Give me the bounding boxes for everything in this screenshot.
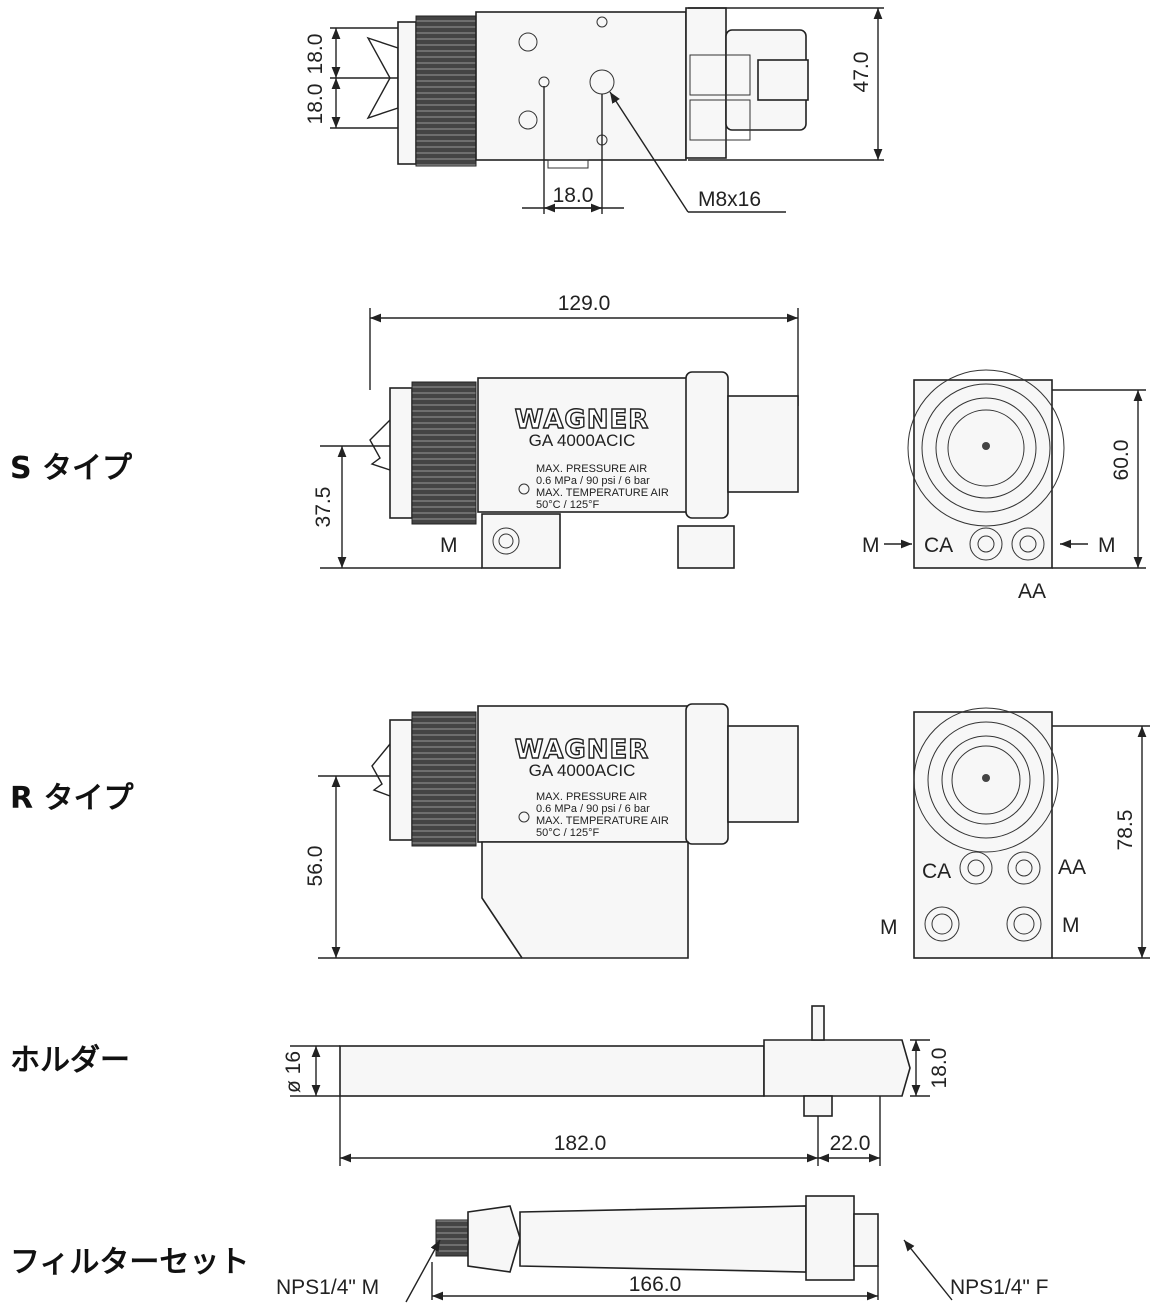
svg-text:0.6 MPa / 90 psi / 6 bar: 0.6 MPa / 90 psi / 6 bar bbox=[536, 803, 650, 815]
thread-female: NPS1/4" F bbox=[950, 1276, 1049, 1299]
svg-text:MAX. PRESSURE AIR: MAX. PRESSURE AIR bbox=[536, 791, 647, 803]
thread-callout: M8x16 bbox=[698, 188, 761, 211]
dim-left-lower: 18.0 bbox=[304, 84, 327, 125]
label-filter-set: フィルターセット bbox=[10, 1245, 249, 1280]
svg-text:MAX. PRESSURE AIR: MAX. PRESSURE AIR bbox=[536, 463, 647, 475]
s-type-side-view: 129.0 WAGNER GA 4000ACIC MAX. PRESSURE A… bbox=[312, 292, 799, 569]
dim-r-axis-height: 56.0 bbox=[304, 846, 327, 887]
dim-height-top: 47.0 bbox=[850, 52, 873, 93]
filter-view: 166.0 NPS1/4" M NPS1/4" F bbox=[276, 1195, 1049, 1303]
svg-text:WAGNER: WAGNER bbox=[515, 735, 650, 765]
dim-s-end-height: 60.0 bbox=[1110, 440, 1133, 481]
knurled-nut bbox=[415, 15, 477, 167]
gun-brand: WAGNER bbox=[515, 405, 650, 435]
dim-left-upper: 18.0 bbox=[304, 34, 327, 75]
top-view: 47.0 18.0 18.0 18.0 M8x16 bbox=[304, 7, 884, 214]
svg-text:MAX. TEMPERATURE AIR: MAX. TEMPERATURE AIR bbox=[536, 487, 669, 499]
svg-text:CA: CA bbox=[922, 860, 951, 883]
svg-text:AA: AA bbox=[1058, 856, 1086, 879]
label-holder-visible: ホルダー bbox=[10, 1043, 130, 1078]
dim-s-length: 129.0 bbox=[558, 292, 611, 315]
r-type-end-view: 78.5 CA AA M M bbox=[880, 707, 1150, 959]
port-m-side: M bbox=[440, 534, 458, 557]
svg-text:50°C / 125°F: 50°C / 125°F bbox=[536, 499, 599, 511]
svg-text:0.6 MPa / 90 psi / 6 bar: 0.6 MPa / 90 psi / 6 bar bbox=[536, 475, 650, 487]
svg-text:MAX. TEMPERATURE AIR: MAX. TEMPERATURE AIR bbox=[536, 815, 669, 827]
svg-text:CA: CA bbox=[924, 534, 953, 557]
air-cap bbox=[397, 21, 417, 165]
svg-text:GA 4000ACIC: GA 4000ACIC bbox=[529, 431, 636, 450]
r-type-side-view: WAGNER GA 4000ACIC MAX. PRESSURE AIR 0.6… bbox=[304, 703, 799, 959]
svg-text:50°C / 125°F: 50°C / 125°F bbox=[536, 827, 599, 839]
thread-male: NPS1/4" M bbox=[276, 1276, 379, 1299]
svg-text:M: M bbox=[1098, 534, 1116, 557]
svg-text:M: M bbox=[1062, 914, 1080, 937]
dim-holder-height: 18.0 bbox=[928, 1048, 951, 1089]
holder-view: ø 16 18.0 182.0 22.0 bbox=[282, 1005, 951, 1166]
dim-filter-length: 166.0 bbox=[629, 1273, 682, 1296]
s-type-end-view: 60.0 M CA M AA bbox=[862, 369, 1146, 603]
dim-s-axis-height: 37.5 bbox=[312, 487, 335, 528]
label-s-type: S タイプ bbox=[10, 451, 133, 486]
svg-text:AA: AA bbox=[1018, 580, 1046, 603]
dim-holder-dia: ø 16 bbox=[282, 1051, 305, 1093]
nozzle-tip bbox=[366, 36, 399, 120]
dim-holder-length: 182.0 bbox=[554, 1132, 607, 1155]
svg-text:M: M bbox=[862, 534, 880, 557]
dim-r-end-height: 78.5 bbox=[1114, 810, 1137, 851]
gun-body-top bbox=[475, 11, 687, 161]
dim-holder-end: 22.0 bbox=[830, 1132, 871, 1155]
dim-hole-spacing: 18.0 bbox=[553, 184, 594, 207]
svg-text:M: M bbox=[880, 916, 898, 939]
svg-text:GA 4000ACIC: GA 4000ACIC bbox=[529, 761, 636, 780]
label-r-type: R タイプ bbox=[10, 781, 135, 816]
